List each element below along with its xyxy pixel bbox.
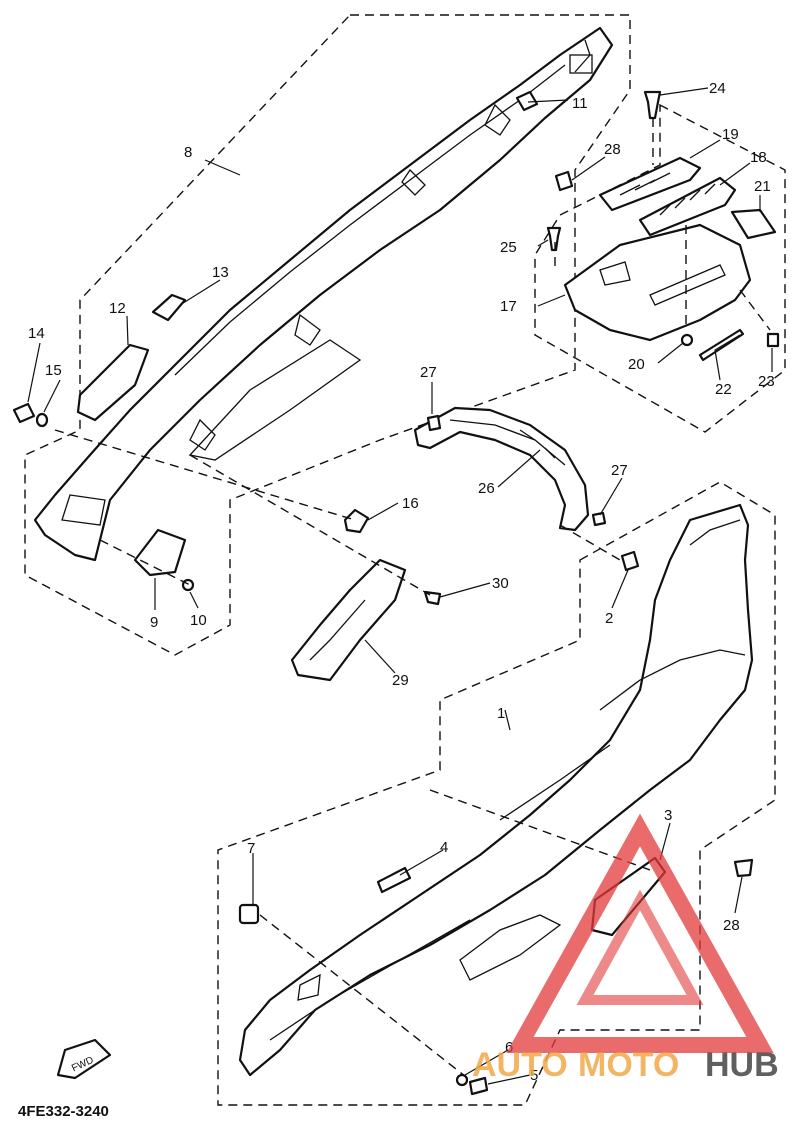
callout-3: 3 [664, 807, 672, 824]
washer-15 [35, 412, 49, 428]
callout-6: 6 [505, 1039, 513, 1056]
callout-7: 7 [247, 840, 255, 857]
diagram-code: 4FE332-3240 [18, 1103, 109, 1120]
clip-23 [766, 332, 780, 348]
watermark-text-moto: MOTO [578, 1046, 679, 1084]
watermark-text-auto: AUTO [472, 1046, 568, 1084]
callout-26: 26 [478, 480, 495, 497]
callout-28-upper: 28 [604, 141, 621, 158]
nut-2 [620, 550, 640, 572]
center-brace-26 [413, 406, 590, 532]
callout-5: 5 [530, 1067, 538, 1084]
callout-13: 13 [212, 264, 229, 281]
bracket-29 [290, 558, 407, 682]
washer-6 [455, 1073, 469, 1087]
callout-9: 9 [150, 614, 158, 631]
callout-27-left: 27 [420, 364, 437, 381]
callout-19: 19 [722, 126, 739, 143]
callout-8: 8 [184, 144, 192, 161]
plate-19 [598, 156, 702, 212]
screw-28-upper [554, 170, 574, 192]
watermark-logo: AUTO MOTO HUB [472, 813, 779, 1084]
pad-13 [151, 293, 187, 322]
bolt-24 [643, 90, 662, 120]
callout-27-right: 27 [611, 462, 628, 479]
callout-14: 14 [28, 325, 45, 342]
watermark-text-hub: HUB [705, 1046, 779, 1084]
callout-17: 17 [500, 298, 517, 315]
rear-handle-17 [563, 223, 752, 342]
callout-1: 1 [497, 705, 505, 722]
pad-12 [76, 343, 150, 422]
nut-7 [238, 903, 260, 925]
callout-11: 11 [572, 95, 588, 112]
callout-21: 21 [754, 178, 771, 195]
callout-29: 29 [392, 672, 409, 689]
clip-nut-11 [515, 90, 539, 112]
callout-16: 16 [402, 495, 419, 512]
plate-18 [638, 176, 737, 237]
seal-21 [730, 208, 777, 240]
callout-4: 4 [440, 839, 448, 856]
watermark-triangle [506, 813, 774, 1053]
callout-24: 24 [709, 80, 726, 97]
screw-5 [468, 1076, 489, 1096]
callout-23: 23 [758, 373, 775, 390]
grommet-20 [680, 333, 694, 347]
fwd-arrow: FWD [56, 1038, 112, 1080]
callout-25: 25 [500, 239, 517, 256]
side-cover-lower [238, 503, 754, 1077]
callout-12: 12 [109, 300, 126, 317]
callout-20: 20 [628, 356, 645, 373]
bracket-9 [133, 528, 187, 577]
nut-27-left [426, 414, 442, 432]
group-outline-rear-handle [534, 103, 786, 433]
screw-28-lower [733, 858, 754, 878]
callout-10: 10 [190, 612, 207, 629]
rods-22 [698, 328, 745, 362]
leader-lines [27, 87, 773, 1085]
callout-15: 15 [45, 362, 62, 379]
side-cover-upper [33, 26, 614, 562]
callout-30: 30 [492, 575, 509, 592]
callout-28-lower: 28 [723, 917, 740, 934]
nut-27-right [591, 511, 607, 527]
callout-2: 2 [605, 610, 613, 627]
bolt-25 [546, 226, 562, 252]
callouts: 1 2 3 4 5 6 7 8 9 10 11 12 13 14 15 16 1… [28, 80, 775, 1084]
callout-18: 18 [750, 149, 767, 166]
group-outline-side-cover-lower [217, 481, 776, 1106]
bolt-14 [12, 402, 36, 424]
callout-22: 22 [715, 381, 732, 398]
damper-16 [343, 508, 370, 534]
